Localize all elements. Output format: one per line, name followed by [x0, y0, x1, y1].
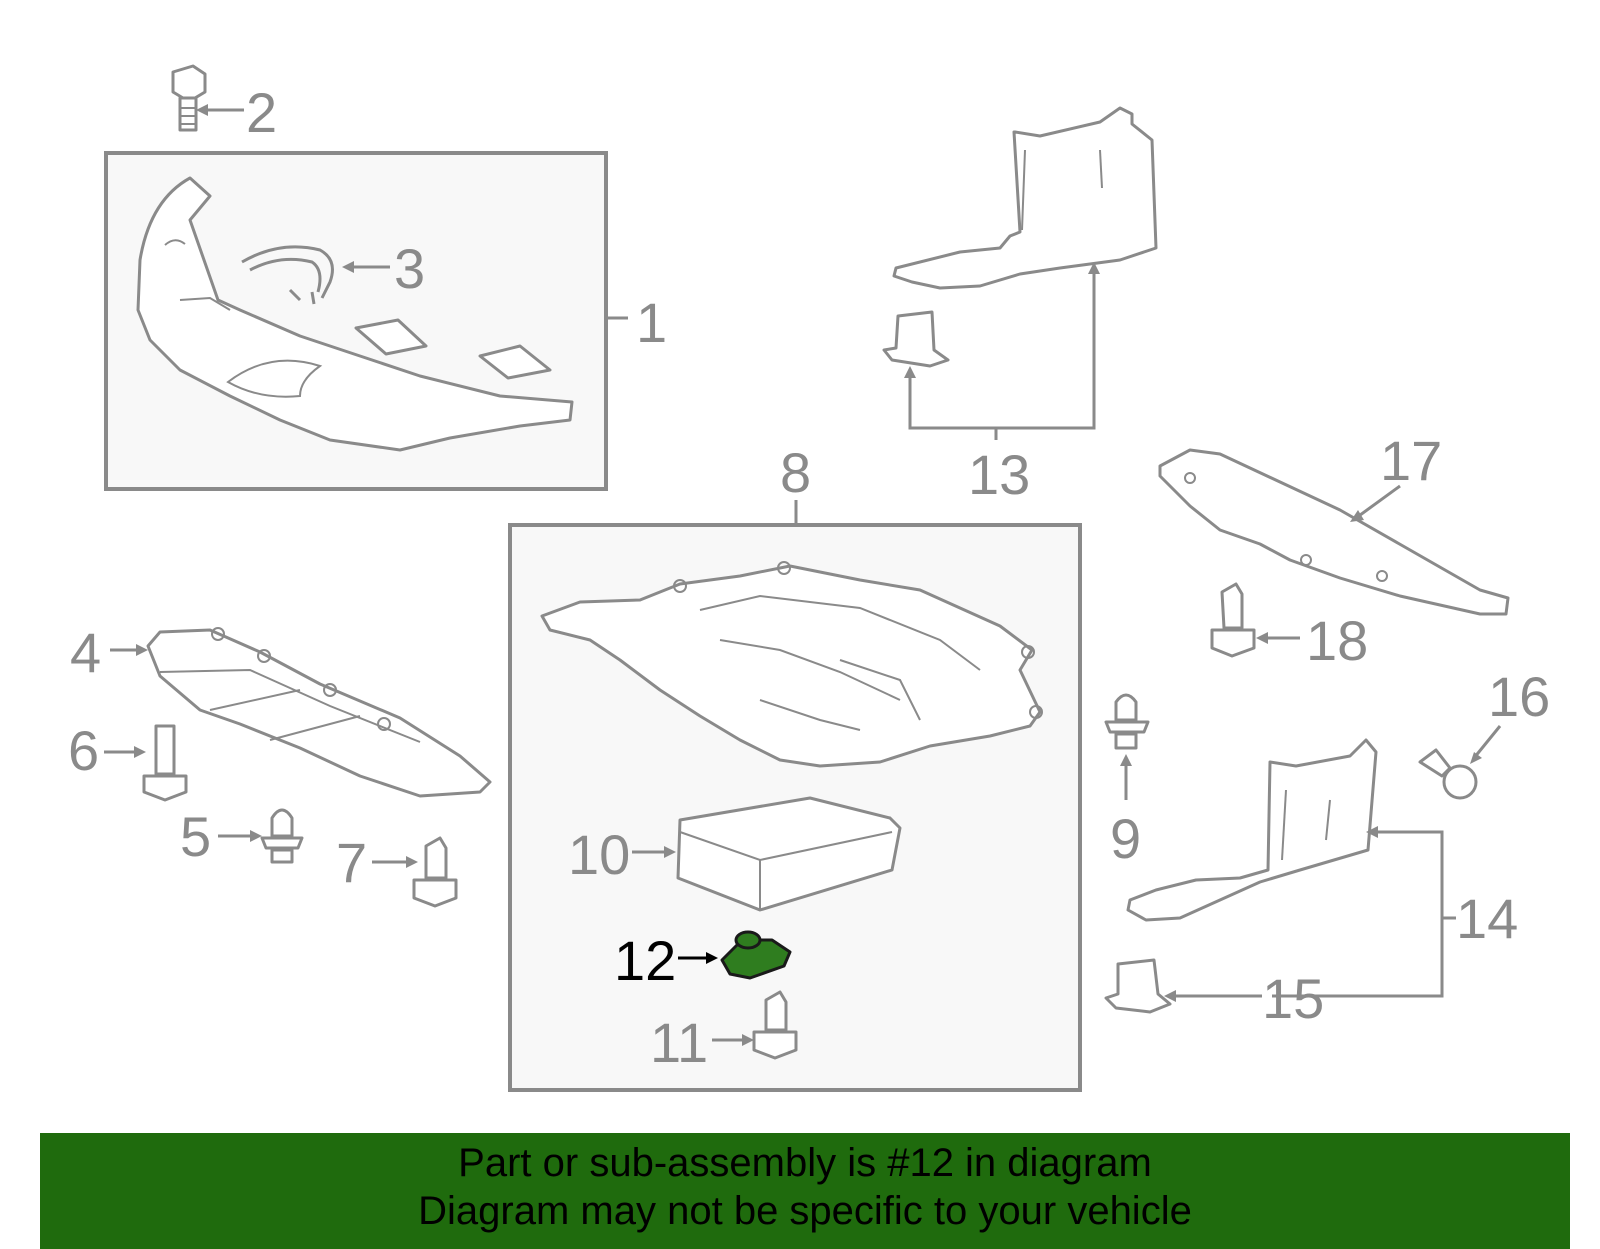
callout-16: 16 — [1488, 665, 1550, 728]
part-13-clip — [882, 310, 950, 368]
part-5-clip — [260, 808, 304, 864]
callout-5: 5 — [180, 805, 211, 868]
part-14-deflector — [1126, 738, 1378, 922]
callout-18: 18 — [1306, 609, 1368, 672]
callout-9: 9 — [1110, 807, 1141, 870]
part-4-plate — [146, 627, 492, 798]
callout-6: 6 — [68, 719, 99, 782]
info-banner: Part or sub-assembly is #12 in diagram D… — [40, 1133, 1570, 1249]
callout-1: 1 — [636, 291, 667, 354]
callout-4: 4 — [70, 621, 101, 684]
part-8-under-cover — [540, 561, 1043, 768]
callout-2: 2 — [246, 81, 277, 144]
part-1-pad-right — [478, 344, 552, 380]
banner-line-part: Part or sub-assembly is #12 in diagram — [458, 1141, 1152, 1185]
part-7-bolt — [412, 836, 458, 908]
part-6-bolt — [142, 724, 188, 802]
callout-13: 13 — [968, 443, 1030, 506]
callout-7: 7 — [336, 831, 367, 894]
part-12-nut-highlighted — [720, 930, 792, 980]
callout-10: 10 — [568, 823, 630, 886]
part-17-panel — [1158, 448, 1510, 616]
part-15-clip — [1104, 958, 1172, 1014]
part-2-bolt — [171, 64, 207, 132]
callout-17: 17 — [1380, 429, 1442, 492]
part-16-screw — [1418, 748, 1478, 800]
callout-8: 8 — [780, 441, 811, 504]
banner-line-disclaimer: Diagram may not be specific to your vehi… — [418, 1189, 1192, 1233]
callout-3: 3 — [394, 237, 425, 300]
callout-11: 11 — [650, 1011, 708, 1074]
callout-14: 14 — [1456, 887, 1518, 950]
part-10-module — [676, 796, 902, 912]
part-11-bolt — [752, 990, 798, 1060]
callout-15: 15 — [1262, 967, 1324, 1030]
part-13-deflector — [892, 106, 1158, 290]
callout-12: 12 — [614, 929, 676, 992]
part-1-pad-left — [354, 318, 428, 356]
part-1-front-shield — [136, 176, 574, 452]
part-3-clip — [241, 245, 334, 305]
part-18-bolt — [1210, 582, 1256, 658]
part-9-clip — [1104, 693, 1150, 750]
